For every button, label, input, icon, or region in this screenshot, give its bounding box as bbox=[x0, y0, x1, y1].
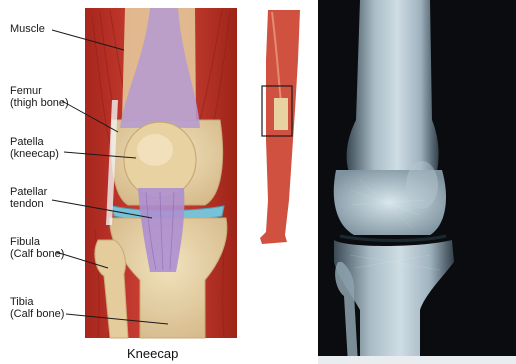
label-patella: Patella (kneecap) bbox=[10, 136, 59, 160]
label-fibula: Fibula (Calf bone) bbox=[10, 236, 64, 260]
label-femur-line2: (thigh bone) bbox=[10, 97, 69, 109]
label-muscle: Muscle bbox=[10, 23, 45, 35]
label-fibula-line1: Fibula bbox=[10, 236, 64, 248]
label-patellar-tendon-line2: tendon bbox=[10, 198, 47, 210]
label-tibia: Tibia (Calf bone) bbox=[10, 296, 64, 320]
label-femur: Femur (thigh bone) bbox=[10, 85, 69, 109]
figure-caption: Kneecap bbox=[127, 346, 178, 361]
label-patella-line1: Patella bbox=[10, 136, 59, 148]
patella-highlight bbox=[137, 134, 173, 166]
leg-inset bbox=[260, 10, 300, 244]
label-patellar-tendon-line1: Patellar bbox=[10, 186, 47, 198]
label-fibula-line2: (Calf bone) bbox=[10, 248, 64, 260]
knee-xray bbox=[318, 0, 516, 364]
inset-bone-knee bbox=[274, 98, 288, 130]
label-patella-line2: (kneecap) bbox=[10, 148, 59, 160]
label-patellar-tendon: Patellar tendon bbox=[10, 186, 47, 210]
label-tibia-line2: (Calf bone) bbox=[10, 308, 64, 320]
label-muscle-text: Muscle bbox=[10, 23, 45, 35]
label-tibia-line1: Tibia bbox=[10, 296, 64, 308]
label-femur-line1: Femur bbox=[10, 85, 69, 97]
xray-femur bbox=[347, 0, 439, 175]
xray-patella bbox=[406, 161, 438, 209]
knee-illustration bbox=[85, 8, 237, 338]
